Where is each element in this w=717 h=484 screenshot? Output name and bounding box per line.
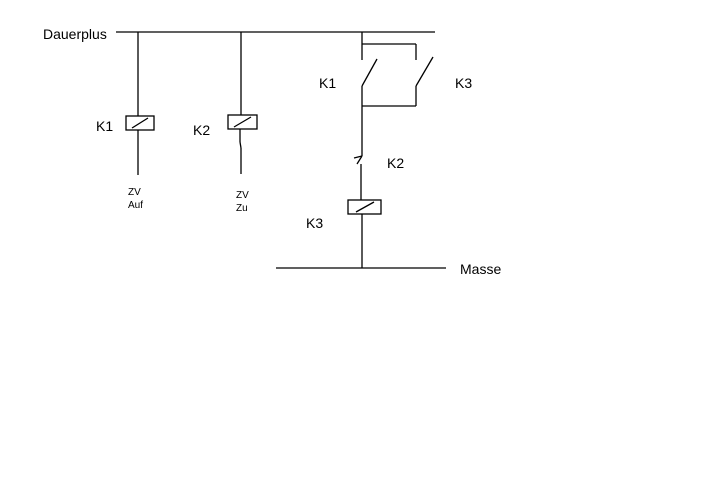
k2-coil [227,114,258,130]
k2-coil-label: K2 [193,122,210,138]
k2-coil-slash [233,116,252,128]
k2-contact-label: K2 [387,155,404,171]
k1-output-label-line1: ZV [128,187,141,198]
k3-contact [415,56,434,87]
k2-output-label-line1: ZV [236,190,249,201]
k2-contact [356,155,363,165]
branch-k2-wire-kink [239,141,242,149]
k2-output-label-line2: Zu [236,203,248,214]
k2-contact-bar [353,155,363,159]
k1-coil [125,115,155,131]
k1-coil-label: K1 [96,118,113,134]
k1-coil-slash [131,117,149,129]
ground-label: Masse [460,261,501,277]
k3-coil-slash [355,201,375,213]
k3-coil [347,199,382,215]
supply-label: Dauerplus [43,26,107,42]
k3-coil-label: K3 [306,215,323,231]
k1-output-label-line2: Auf [128,200,143,211]
k3-contact-label: K3 [455,75,472,91]
k1-contact-label: K1 [319,75,336,91]
k1-contact [361,58,378,87]
